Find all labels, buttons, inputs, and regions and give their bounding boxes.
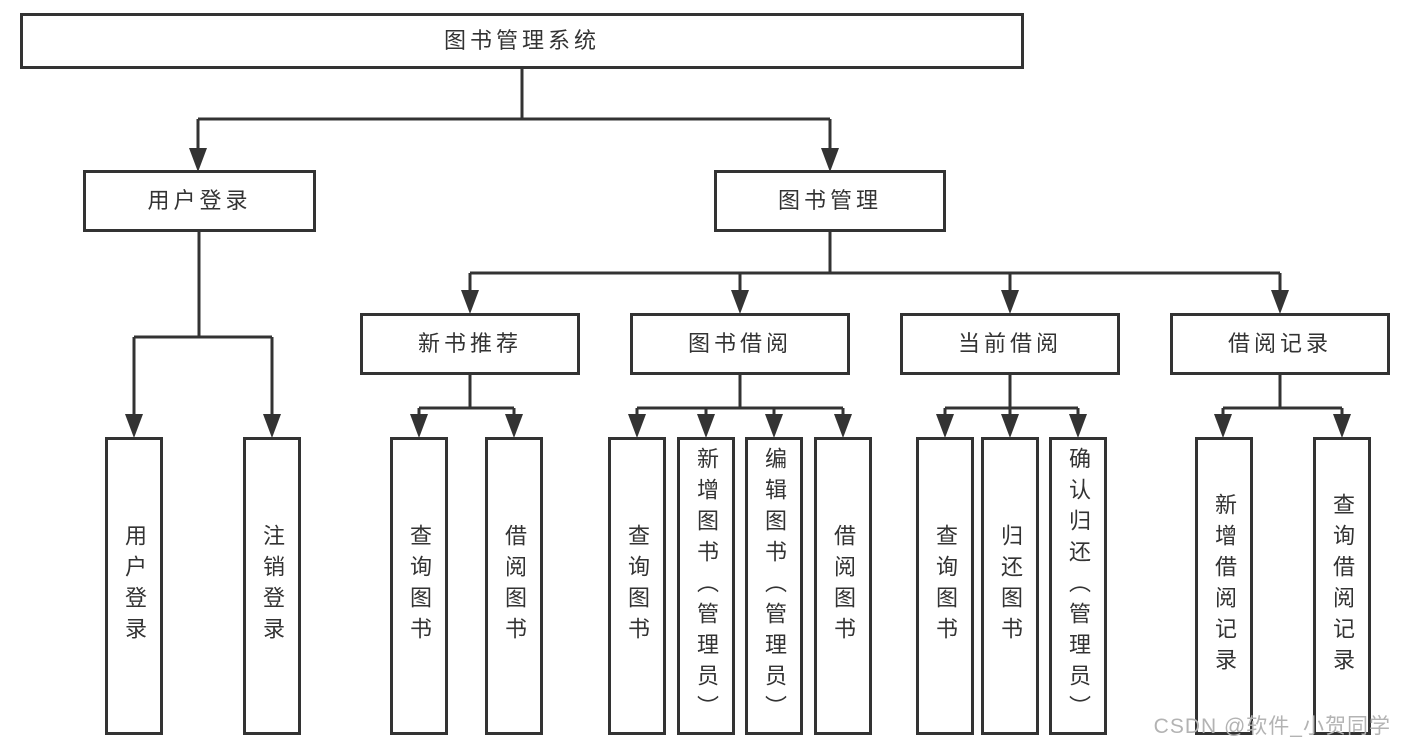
leaf-user-login: 用户登录	[105, 437, 163, 735]
leaf-recommend-borrow-books: 借阅图书	[485, 437, 543, 735]
leaf-edit-books-admin: 编辑图书（管理员）	[745, 437, 803, 735]
node-new-book-recommend: 新书推荐	[360, 313, 580, 375]
node-user-login: 用户登录	[83, 170, 316, 232]
leaf-return-books: 归还图书	[981, 437, 1039, 735]
node-book-borrowing: 图书借阅	[630, 313, 850, 375]
leaf-recommend-query-books: 查询图书	[390, 437, 448, 735]
node-borrowing-records: 借阅记录	[1170, 313, 1390, 375]
node-library-management-system: 图书管理系统	[20, 13, 1024, 69]
leaf-add-books-admin: 新增图书（管理员）	[677, 437, 735, 735]
node-book-management: 图书管理	[714, 170, 946, 232]
leaf-borrow-books: 借阅图书	[814, 437, 872, 735]
leaf-current-query-books: 查询图书	[916, 437, 974, 735]
leaf-confirm-return-admin: 确认归还（管理员）	[1049, 437, 1107, 735]
leaf-add-borrow-record: 新增借阅记录	[1195, 437, 1253, 735]
leaf-borrowing-query-books: 查询图书	[608, 437, 666, 735]
node-current-borrowing: 当前借阅	[900, 313, 1120, 375]
watermark-text: CSDN @软件_小贺同学	[1153, 715, 1391, 738]
leaf-logout: 注销登录	[243, 437, 301, 735]
leaf-query-borrow-record: 查询借阅记录	[1313, 437, 1371, 735]
